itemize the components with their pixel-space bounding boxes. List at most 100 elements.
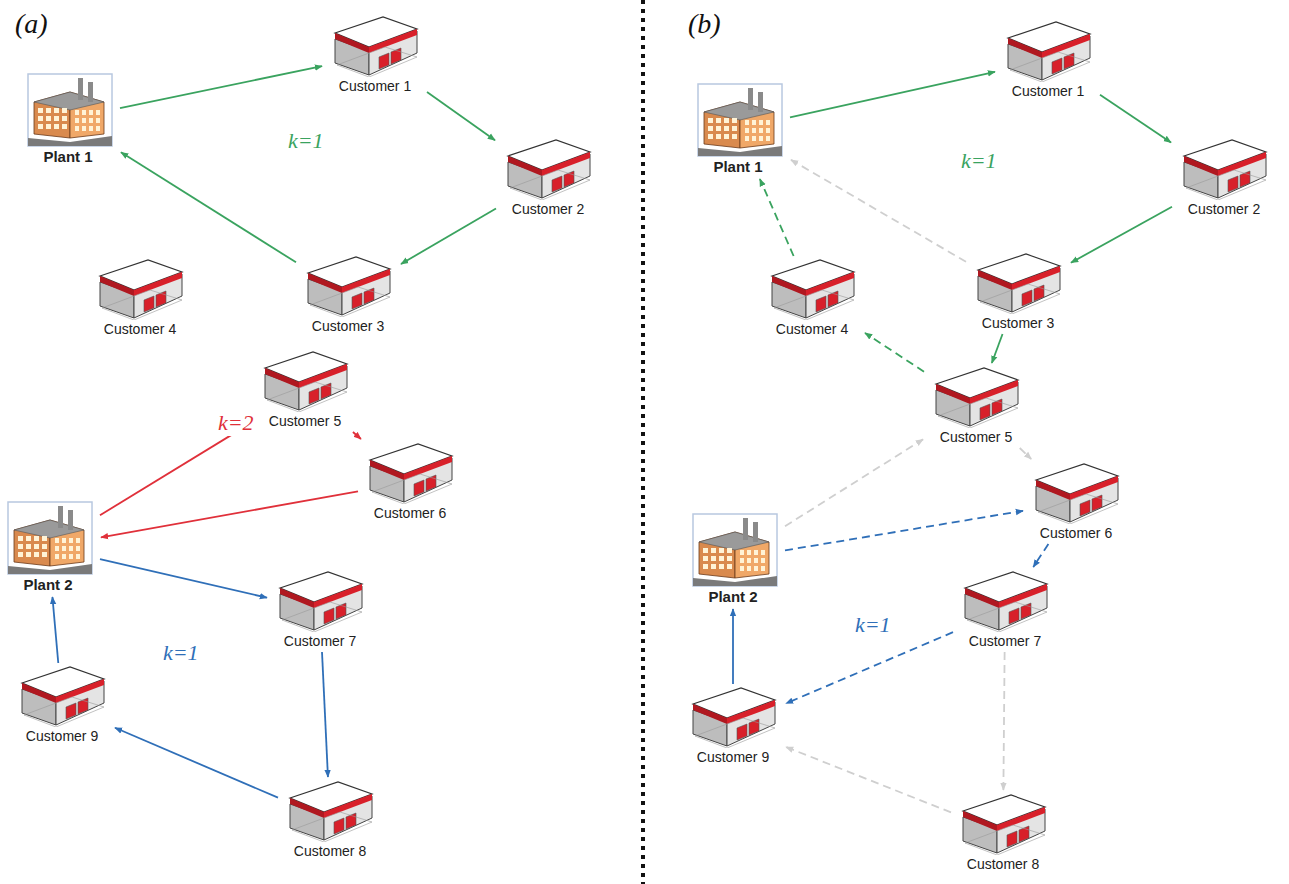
store-icon — [274, 570, 366, 632]
customer-node: Customer 1 — [325, 15, 425, 95]
customer-node: Customer 5 — [926, 366, 1026, 446]
route-arrow — [760, 179, 794, 256]
customer-node: Customer 4 — [90, 258, 190, 338]
vehicle-label: k=2 — [215, 410, 257, 436]
customer-node: Customer 5 — [255, 350, 355, 430]
route-arrow — [100, 559, 267, 598]
node-label: Customer 7 — [967, 633, 1043, 649]
customer-node: Customer 8 — [953, 793, 1053, 873]
panel-label: (a) — [12, 8, 51, 40]
vehicle-label: k=1 — [852, 612, 894, 638]
plant-icon — [685, 512, 781, 588]
store-icon — [94, 258, 186, 320]
store-icon — [302, 255, 394, 317]
vehicle-label: k=1 — [160, 640, 202, 666]
store-icon — [502, 138, 594, 200]
node-label: Plant 2 — [706, 589, 759, 605]
node-label: Customer 2 — [510, 201, 586, 217]
store-icon — [259, 350, 351, 412]
node-label: Plant 1 — [711, 159, 764, 175]
store-icon — [972, 252, 1064, 314]
customer-node: Customer 1 — [998, 20, 1098, 100]
node-label: Plant 2 — [21, 577, 74, 593]
node-label: Customer 1 — [337, 78, 413, 94]
route-arrow — [115, 728, 278, 798]
customer-node: Customer 8 — [280, 780, 380, 860]
store-icon — [930, 366, 1022, 428]
route-arrow — [353, 432, 361, 439]
store-icon — [957, 793, 1049, 855]
customer-node: Customer 3 — [298, 255, 398, 335]
plant-icon — [0, 500, 96, 576]
node-label: Customer 5 — [267, 413, 343, 429]
route-arrow — [100, 422, 252, 515]
store-icon — [687, 686, 779, 748]
customer-node: Customer 9 — [12, 665, 112, 745]
node-label: Customer 4 — [774, 321, 850, 337]
plant-node: Plant 2 — [0, 500, 98, 594]
route-arrow — [401, 208, 496, 264]
plant-node: Plant 2 — [683, 512, 783, 606]
customer-node: Customer 7 — [270, 570, 370, 650]
node-label: Customer 9 — [24, 728, 100, 744]
node-label: Customer 8 — [292, 843, 368, 859]
route-arrow — [790, 72, 995, 118]
store-icon — [364, 442, 456, 504]
route-arrow — [427, 92, 495, 140]
customer-node: Customer 9 — [683, 686, 783, 766]
store-icon — [329, 15, 421, 77]
customer-node: Customer 2 — [1174, 138, 1274, 218]
plant-node: Plant 1 — [688, 82, 788, 176]
route-arrow — [865, 333, 924, 372]
route-arrow — [1033, 544, 1048, 567]
route-arrow — [732, 609, 734, 684]
route-arrow — [322, 652, 328, 777]
node-label: Plant 1 — [41, 149, 94, 165]
node-label: Customer 4 — [102, 321, 178, 337]
customer-node: Customer 6 — [360, 442, 460, 522]
vehicle-label: k=1 — [958, 148, 1000, 174]
customer-node: Customer 4 — [762, 258, 862, 338]
store-icon — [16, 665, 108, 727]
node-label: Customer 8 — [965, 856, 1041, 872]
node-label: Customer 1 — [1010, 83, 1086, 99]
node-label: Customer 3 — [310, 318, 386, 334]
plant-icon — [20, 72, 116, 148]
route-arrow — [992, 334, 1003, 363]
route-arrow — [120, 66, 322, 108]
route-arrow — [52, 597, 58, 663]
node-label: Customer 6 — [372, 505, 448, 521]
panel-label: (b) — [685, 8, 724, 40]
store-icon — [766, 258, 858, 320]
route-arrow — [1071, 207, 1172, 263]
route-arrow — [101, 491, 358, 537]
node-label: Customer 9 — [695, 749, 771, 765]
customer-node: Customer 6 — [1026, 462, 1126, 542]
route-arrow — [785, 511, 1023, 551]
customer-node: Customer 7 — [955, 570, 1055, 650]
plant-icon — [690, 82, 786, 158]
vehicle-label: k=1 — [285, 128, 327, 154]
divider-line — [641, 0, 645, 884]
route-arrow — [786, 632, 953, 703]
store-icon — [1030, 462, 1122, 524]
store-icon — [1002, 20, 1094, 82]
route-arrow — [785, 439, 923, 526]
customer-node: Customer 2 — [498, 138, 598, 218]
node-label: Customer 2 — [1186, 201, 1262, 217]
store-icon — [1178, 138, 1270, 200]
node-label: Customer 6 — [1038, 525, 1114, 541]
route-arrow — [121, 152, 296, 262]
node-label: Customer 3 — [980, 315, 1056, 331]
node-label: Customer 5 — [938, 429, 1014, 445]
customer-node: Customer 3 — [968, 252, 1068, 332]
route-arrow — [786, 747, 951, 812]
route-arrow — [1020, 448, 1031, 459]
store-icon — [284, 780, 376, 842]
route-arrow — [1003, 652, 1004, 790]
node-label: Customer 7 — [282, 633, 358, 649]
route-arrow — [1100, 95, 1171, 143]
store-icon — [959, 570, 1051, 632]
